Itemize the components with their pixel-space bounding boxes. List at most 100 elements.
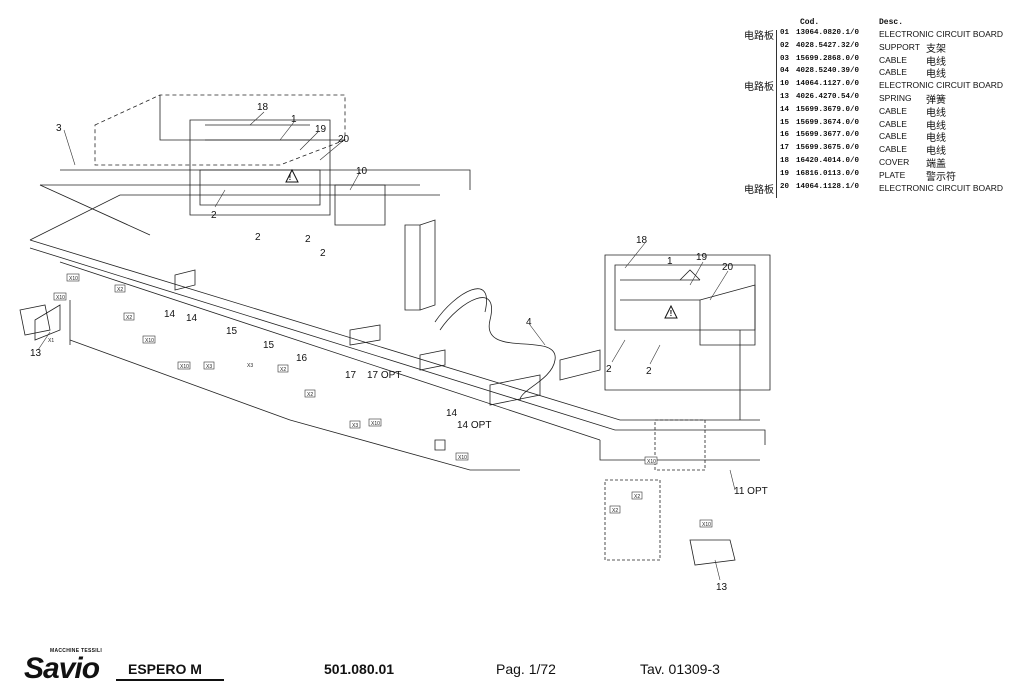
row-description: SPRING xyxy=(879,92,912,103)
connector-label: X10 xyxy=(702,522,711,528)
row-description: CABLE xyxy=(879,105,907,116)
connector-label: X3 xyxy=(247,363,253,369)
callout-10: 10 xyxy=(356,166,368,177)
row-position: 10 xyxy=(780,80,790,89)
connector-label: X2 xyxy=(634,494,640,500)
callout-18: 18 xyxy=(257,102,269,113)
row-description: CABLE xyxy=(879,118,907,129)
callout-14: 14 xyxy=(164,309,176,320)
row-description: CABLE xyxy=(879,144,907,155)
callout-1: 1 xyxy=(667,256,673,267)
callout-2: 2 xyxy=(255,232,261,243)
callout-2: 2 xyxy=(646,366,652,377)
row-chinese-description: 端盖 xyxy=(926,158,946,170)
row-position: 14 xyxy=(780,105,790,114)
row-position: 19 xyxy=(780,169,790,178)
logo-tagline: MACCHINE TESSILI xyxy=(50,648,103,654)
row-chinese-description: 电线 xyxy=(926,107,946,119)
header-desc: Desc. xyxy=(879,18,904,27)
row-part-code: 16420.4014.0/0 xyxy=(796,156,860,165)
callout-19: 19 xyxy=(315,124,327,135)
machine-model: ESPERO M xyxy=(128,661,202,677)
connector-label: X10 xyxy=(180,364,189,370)
parts-table-row: 15 15699.3674.0/0 CABLE 电线 xyxy=(736,118,1024,132)
connector-label: X3 xyxy=(352,423,358,429)
row-chinese-description: 电线 xyxy=(926,146,946,158)
row-part-code: 4028.5427.32/0 xyxy=(796,41,860,50)
parts-table-row: 电路板 20 14064.1128.1/0 ELECTRONIC CIRCUIT BO… xyxy=(736,182,1024,196)
savio-logo: MACCHINE TESSILI Savio xyxy=(22,646,104,686)
connector-label: X2 xyxy=(307,392,313,398)
row-description: ELECTRONIC CIRCUIT BOARD xyxy=(879,80,1004,91)
callout-17: 17 xyxy=(345,370,357,381)
row-position: 18 xyxy=(780,156,790,165)
title-block: MACCHINE TESSILI Savio ESPERO M 501.080.… xyxy=(0,640,1024,690)
connector-label: X2 xyxy=(126,315,132,321)
callout-18: 18 xyxy=(636,235,648,246)
callout-11-opt: 11 OPT xyxy=(734,486,768,497)
row-part-code: 15699.3679.0/0 xyxy=(796,105,860,114)
connector-label: X10 xyxy=(458,455,467,461)
row-description: SUPPORT xyxy=(879,41,920,52)
callout-19: 19 xyxy=(696,252,708,263)
connector-label: X2 xyxy=(612,508,618,514)
callout-14-opt: 14 OPT xyxy=(457,420,491,431)
row-position: 03 xyxy=(780,54,790,63)
connector-label: X3 xyxy=(206,364,212,370)
row-chinese-description: 警示符 xyxy=(926,171,956,183)
callout-2: 2 xyxy=(606,364,612,375)
row-description: CABLE xyxy=(879,54,907,65)
connector-label: X10 xyxy=(647,459,656,465)
callout-2: 2 xyxy=(305,234,311,245)
row-description: ELECTRONIC CIRCUIT BOARD xyxy=(879,182,1004,193)
callout-13: 13 xyxy=(716,582,728,593)
connector-label: X2 xyxy=(280,367,286,373)
callout-3: 3 xyxy=(56,123,62,134)
row-position: 15 xyxy=(780,118,790,127)
row-chinese-description: 电线 xyxy=(926,120,946,132)
table-number: Tav. 01309-3 xyxy=(640,661,720,677)
row-part-code: 14064.1127.0/0 xyxy=(796,80,860,89)
warning-mark: ! xyxy=(670,309,673,318)
connector-label: X10 xyxy=(69,276,78,282)
row-position: 01 xyxy=(780,29,790,37)
row-tag: 电路板 xyxy=(744,184,774,196)
parts-table-divider xyxy=(776,30,777,198)
callout-2: 2 xyxy=(320,248,326,259)
callout-14: 14 xyxy=(186,313,198,324)
row-part-code: 14064.1128.1/0 xyxy=(796,182,860,191)
connector-label: X10 xyxy=(56,295,65,301)
row-position: 02 xyxy=(780,41,790,50)
warning-icon xyxy=(664,304,678,319)
callout-17-opt: 17 OPT xyxy=(367,370,401,381)
parts-table-row: 14 15699.3679.0/0 CABLE 电线 xyxy=(736,105,1024,119)
callout-20: 20 xyxy=(722,262,734,273)
logo-wordmark: Savio xyxy=(24,652,100,685)
row-position: 20 xyxy=(780,182,790,191)
warning-icon xyxy=(285,168,299,183)
page-number: Pag. 1/72 xyxy=(496,661,556,677)
row-part-code: 15699.2868.0/0 xyxy=(796,54,860,63)
connector-label: X2 xyxy=(117,287,123,293)
drawing-number: 501.080.01 xyxy=(324,661,395,677)
row-part-code: 15699.3674.0/0 xyxy=(796,118,860,127)
row-part-code: 15699.3677.0/0 xyxy=(796,131,860,140)
callout-13: 13 xyxy=(30,348,42,359)
callout-16: 16 xyxy=(296,353,308,364)
connector-label: X10 xyxy=(371,421,380,427)
callout-20: 20 xyxy=(338,134,350,145)
row-chinese-description: 电线 xyxy=(926,69,946,81)
row-part-code: 4026.4270.54/0 xyxy=(796,92,860,101)
warning-mark: ! xyxy=(289,173,292,182)
row-tag: 电路板 xyxy=(744,31,774,42)
